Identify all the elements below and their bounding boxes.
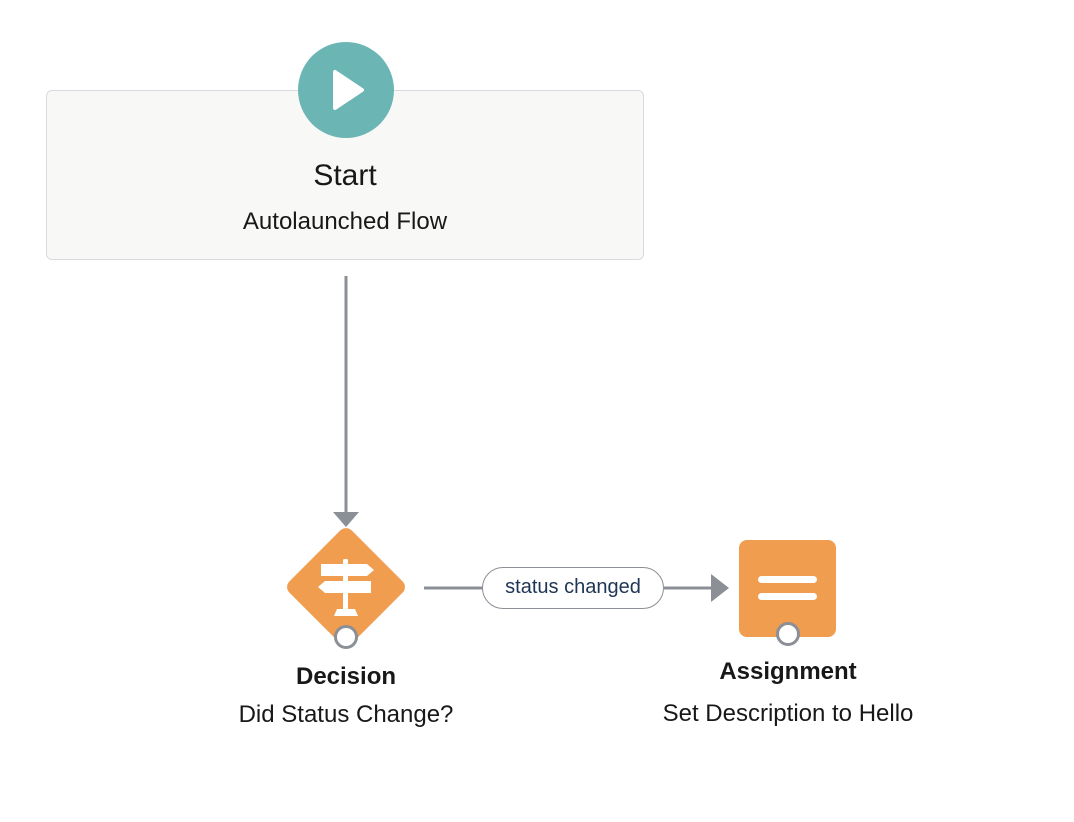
assignment-node-title: Assignment <box>719 658 857 685</box>
start-node-subtitle: Autolaunched Flow <box>242 208 448 235</box>
decision-node-title: Decision <box>295 663 397 690</box>
connector-label-status-changed[interactable]: status changed <box>482 567 664 609</box>
assignment-node-endpoint[interactable] <box>776 622 800 646</box>
decision-node-subtitle: Did Status Change? <box>238 701 454 728</box>
connector-start-to-decision[interactable] <box>333 276 359 527</box>
assignment-node-subtitle: Set Description to Hello <box>662 700 914 727</box>
assignment-node[interactable] <box>739 540 836 637</box>
start-node-title: Start <box>313 159 377 192</box>
signpost-icon <box>318 559 374 616</box>
decision-diamond <box>287 528 405 646</box>
play-icon <box>333 70 364 110</box>
start-node-button[interactable] <box>298 42 394 138</box>
decision-node[interactable] <box>278 519 414 655</box>
equals-icon <box>758 576 817 600</box>
decision-node-endpoint[interactable] <box>334 625 358 649</box>
